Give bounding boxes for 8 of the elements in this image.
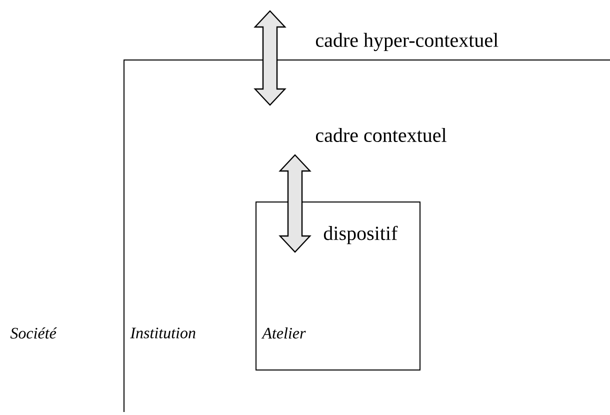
region-label: Société xyxy=(10,327,57,339)
institution-frame xyxy=(124,60,610,412)
region-label: cadre contextuel xyxy=(316,128,446,142)
region-label: Institution xyxy=(130,328,196,338)
region-label: cadre hyper-contextuel xyxy=(316,32,498,52)
atelier-box xyxy=(256,202,420,370)
region-label: Atelier xyxy=(261,327,306,339)
region-label: dispositif xyxy=(324,226,398,244)
